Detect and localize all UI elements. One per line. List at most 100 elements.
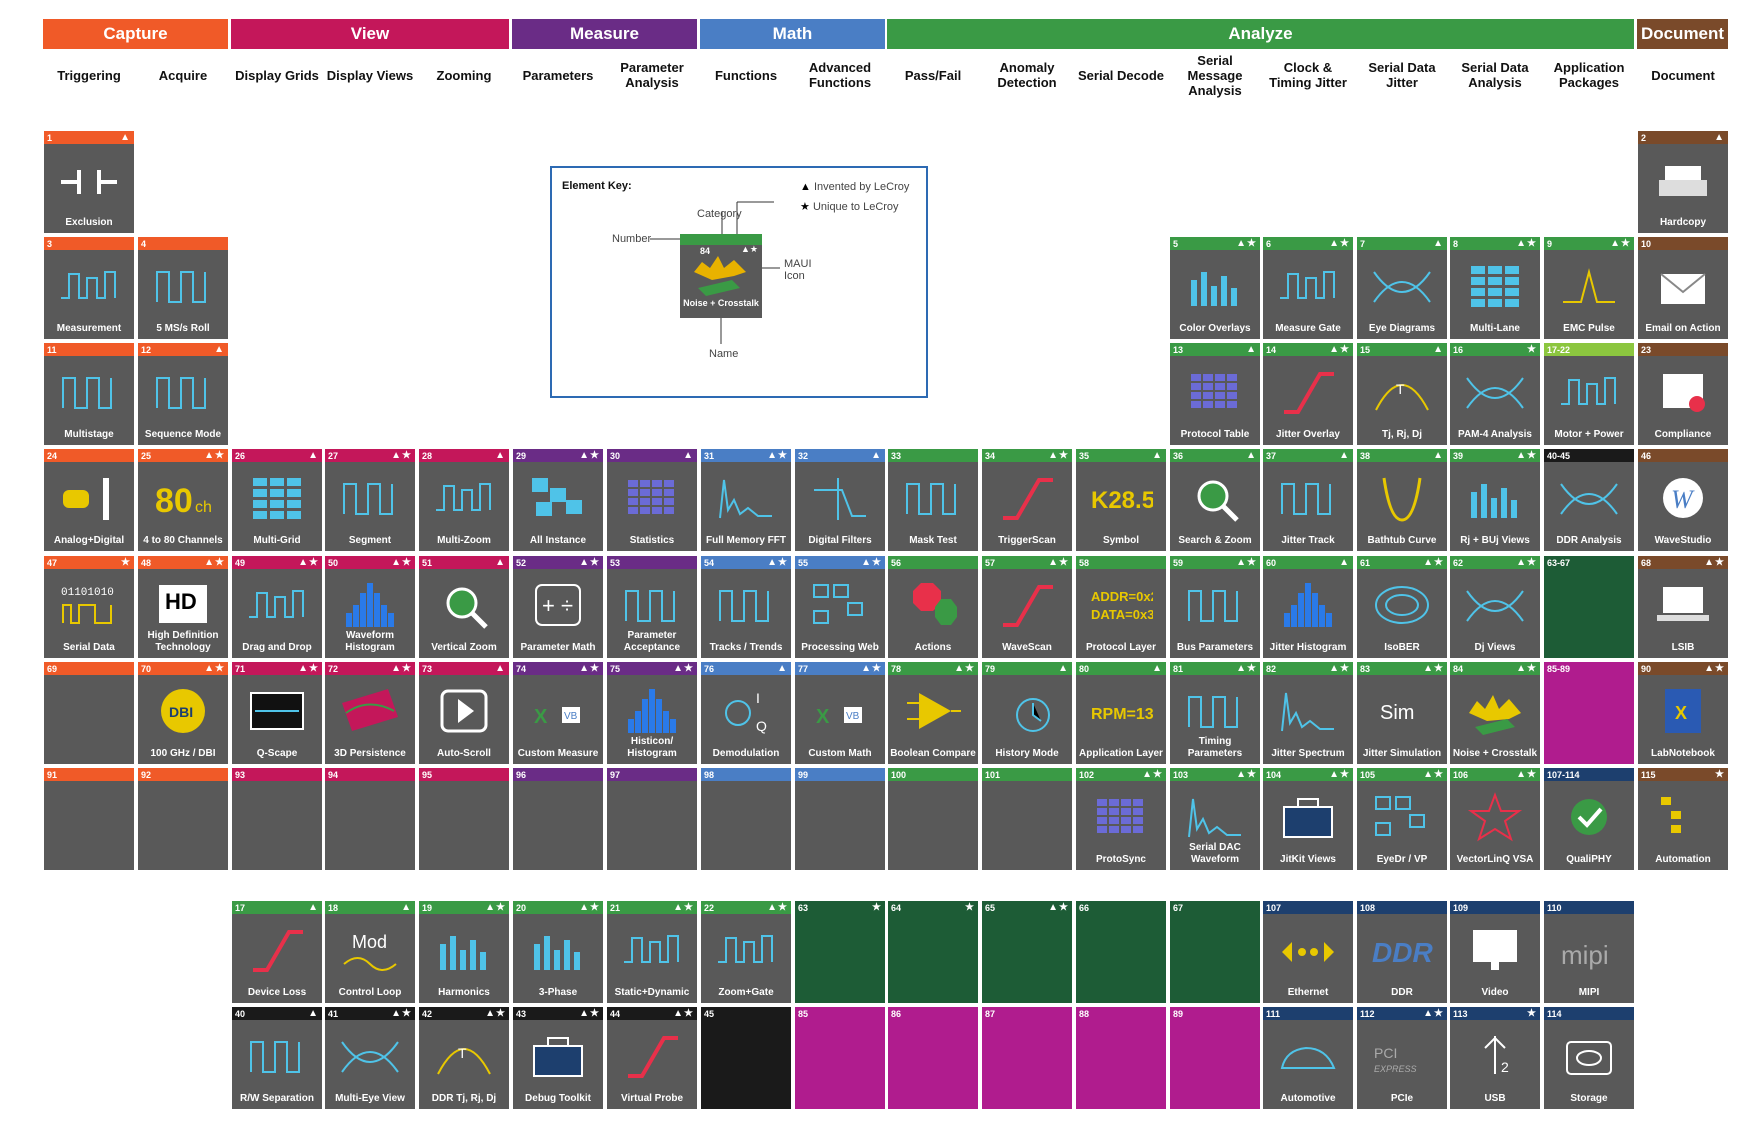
tile-category-bar: 109: [1450, 901, 1540, 914]
bars-icon: [440, 936, 486, 970]
category-document: Document: [1637, 19, 1728, 49]
tile-number: 75: [610, 663, 621, 674]
disk-icon: [1566, 1041, 1612, 1075]
tile-name: Video: [1481, 987, 1509, 998]
element-tile-r-w-separation: 40▲R/W Separation: [232, 1007, 322, 1109]
tile-marks: ▲★: [391, 450, 412, 461]
square-icon: [719, 590, 769, 622]
tile-number: 55: [798, 557, 809, 568]
subcategory-label: Functions: [714, 67, 778, 83]
tile-number: 107-114: [1547, 769, 1580, 780]
tile-name: Hardcopy: [1659, 217, 1707, 228]
tile-name: Search & Zoom: [1178, 535, 1252, 546]
tile-number: 67: [1173, 902, 1184, 913]
tree-icon: [1661, 797, 1681, 833]
element-tile-85-89: 85-89: [1544, 662, 1634, 764]
tile-category-bar: 24: [44, 449, 134, 462]
tile-number: 79: [985, 663, 996, 674]
tile-number: 103: [1173, 769, 1189, 780]
tile-number: 66: [1079, 902, 1090, 913]
element-key: Element Key: 84 ▲★ Noise + Crosstalk Num…: [550, 166, 928, 398]
tile-number: 88: [1079, 1008, 1090, 1019]
tile-category-bar: 88: [1076, 1007, 1166, 1020]
tile-number: 80: [1079, 663, 1090, 674]
tile-category-bar: 72▲★: [325, 662, 415, 675]
element-tile-vectorlinq-vsa: 106▲★VectorLinQ VSA: [1450, 768, 1540, 870]
tile-number: 114: [1547, 1008, 1562, 1019]
tile-category-bar: 85: [795, 1007, 885, 1020]
tile-number: 33: [891, 450, 902, 461]
tile-number: 85: [798, 1008, 809, 1019]
svg-text:I: I: [756, 690, 760, 706]
tile-name: Parameter Math: [520, 642, 596, 653]
tile-category-bar: 33: [888, 449, 978, 462]
tile-category-bar: 36▲: [1170, 449, 1260, 462]
tile-category-bar: 91: [44, 768, 134, 781]
tile-number: 20: [516, 902, 527, 913]
key-invented-label: ▲ Invented by LeCroy: [800, 181, 910, 193]
fft-icon: [719, 479, 772, 519]
tile-name: Custom Measure: [517, 748, 599, 759]
kit-icon: [1283, 798, 1333, 838]
element-tile-histicon-histogram: 75▲★Histicon/ Histogram: [607, 662, 697, 764]
element-tile-device-loss: 17▲Device Loss: [232, 901, 322, 1003]
ramp-icon: [628, 1036, 678, 1078]
tile-name: Compliance: [1654, 429, 1712, 440]
tile-category-bar: 108: [1357, 901, 1447, 914]
grid-icon: [1471, 266, 1519, 307]
tile-number: 14: [1266, 344, 1277, 355]
fft-icon: [1188, 798, 1241, 838]
square-icon: [1188, 590, 1238, 622]
tile-number: 17: [235, 902, 246, 913]
tile-name: Email on Action: [1645, 323, 1721, 334]
tile-marks: ▲★: [579, 557, 600, 568]
element-tile-statistics: 30▲Statistics: [607, 449, 697, 551]
tile-marks: ▲★: [767, 902, 788, 913]
monitor-icon: [1473, 930, 1517, 970]
tile-marks: ▲★: [861, 663, 882, 674]
tile-name: Harmonics: [438, 987, 490, 998]
tile-category-bar: 66: [1076, 901, 1166, 914]
svg-text:ADDR=0x21: ADDR=0x21: [1091, 589, 1153, 604]
tile-name: DDR Tj, Rj, Dj: [431, 1093, 497, 1104]
tile-category-bar: 35▲: [1076, 449, 1166, 462]
tile-category-bar: 97: [607, 768, 697, 781]
tile-marks: ★: [121, 557, 131, 568]
tile-name: Demodulation: [712, 748, 780, 759]
tile-category-bar: 6▲★: [1263, 237, 1353, 250]
arc-icon: T: [1375, 381, 1429, 411]
element-tile-emc-pulse: 9▲★EMC Pulse: [1544, 237, 1634, 339]
element-tile-100: 100: [888, 768, 978, 870]
element-tile-boolean-compare: 78▲★Boolean Compare: [888, 662, 978, 764]
square-icon: [156, 271, 206, 303]
element-tile-96: 96: [513, 768, 603, 870]
tile-marks: ▲: [495, 663, 506, 674]
web-icon: [813, 584, 863, 624]
tile-category-bar: 90▲★: [1638, 662, 1728, 675]
tile-number: 85-89: [1547, 663, 1571, 674]
element-tile-harmonics: 19▲★Harmonics: [419, 901, 509, 1003]
element-tile-full-memory-fft: 31▲★Full Memory FFT: [701, 449, 791, 551]
tile-name: Multi-Zoom: [437, 535, 491, 546]
tile-category-bar: 37▲: [1263, 449, 1353, 462]
tile-number: 72: [328, 663, 339, 674]
category-analyze: Analyze: [887, 19, 1634, 49]
tile-marks: ▲★: [485, 1008, 506, 1019]
wave-icon: [436, 483, 491, 511]
tile-category-bar: 100: [888, 768, 978, 781]
tile-name: Histicon/ Histogram: [627, 736, 677, 759]
tile-number: 12: [141, 344, 152, 355]
tile-category-bar: 9▲★: [1544, 237, 1634, 250]
square-icon: [62, 377, 112, 409]
hist-icon: [628, 689, 676, 733]
tile-name: R/W Separation: [240, 1093, 314, 1104]
element-tile-timing-parameters: 81▲★Timing Parameters: [1170, 662, 1260, 764]
element-tile-vertical-zoom: 51▲Vertical Zoom: [419, 556, 509, 658]
tile-number: 93: [235, 769, 246, 780]
tile-category-bar: 55▲★: [795, 556, 885, 569]
square-icon: [343, 483, 393, 515]
